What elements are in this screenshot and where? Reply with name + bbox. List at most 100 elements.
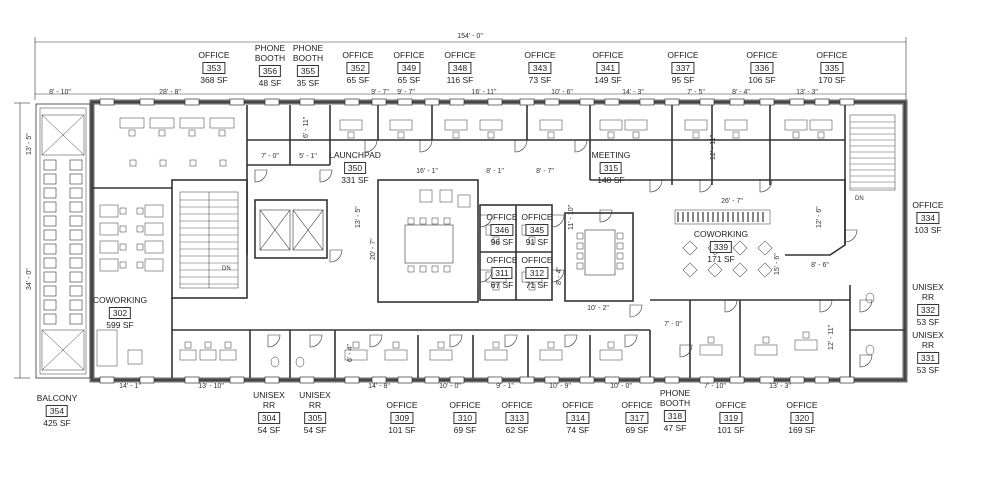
dimension-label: 10' - 0" (439, 383, 461, 390)
desk (699, 344, 723, 356)
window (449, 376, 465, 384)
room-name: OFFICE (386, 400, 418, 410)
dimension-label: 9' - 7" (371, 89, 389, 96)
railing-post (43, 187, 57, 199)
room-number: 310 (453, 412, 477, 424)
window (99, 98, 115, 106)
door-swing (724, 299, 738, 313)
balcony-354 (35, 103, 91, 379)
chair (407, 217, 415, 225)
stair-down-label-east: DN (855, 196, 864, 202)
conference-tables (404, 224, 616, 276)
stair-down-label-west: DN (222, 266, 231, 272)
window (759, 98, 775, 106)
room-area: 35 SF (296, 78, 320, 88)
desk (684, 119, 708, 131)
chair (616, 262, 624, 270)
room-area: 106 SF (748, 75, 776, 85)
door-swing (859, 354, 873, 368)
chair (136, 225, 144, 233)
desk (754, 344, 778, 356)
window (639, 98, 655, 106)
room-number: 336 (750, 62, 774, 74)
furniture (96, 117, 875, 368)
door-swing (859, 299, 873, 313)
window (789, 376, 805, 384)
dimension-label: 10' - 9" (549, 383, 571, 390)
desk (179, 349, 197, 361)
room-number: 332 (916, 304, 940, 316)
dimension-label: 9' - 1" (496, 383, 514, 390)
window (814, 98, 830, 106)
cafe-table (682, 240, 698, 256)
desk (219, 349, 237, 361)
windows (99, 98, 855, 384)
room-name: LAUNCHPAD (329, 150, 381, 160)
dimension-label: 9' - 7" (397, 89, 415, 96)
room-area: 95 SF (671, 75, 695, 85)
window (579, 98, 595, 106)
door-swing (819, 299, 833, 313)
cafe-table (707, 262, 723, 278)
room-number: 318 (663, 410, 687, 422)
desk (144, 240, 164, 254)
room-area: 62 SF (505, 425, 529, 435)
desk (384, 349, 408, 361)
overall-dimension-line (14, 37, 907, 379)
overall-dimension-label: 154' - 0" (457, 33, 483, 40)
lounge-chair (457, 194, 471, 208)
desk (794, 339, 818, 351)
desk (599, 119, 623, 131)
chair (616, 252, 624, 260)
door-swing (267, 334, 281, 348)
window (664, 98, 680, 106)
window (487, 98, 503, 106)
railing-post (43, 257, 57, 269)
room-area: 71 SF (525, 280, 549, 290)
desk (144, 204, 164, 218)
window (449, 98, 465, 106)
chair (184, 341, 192, 349)
desk (99, 240, 119, 254)
room-name: PHONE (254, 43, 286, 53)
room-number: 354 (45, 405, 69, 417)
room-area: 65 SF (397, 75, 421, 85)
room-name: OFFICE (486, 212, 518, 222)
room-name: COWORKING (693, 229, 749, 239)
room-number: 315 (599, 162, 623, 174)
room-area: 67 SF (490, 280, 514, 290)
dimension-label: 13' - 5" (355, 206, 362, 228)
room-name: OFFICE (621, 400, 653, 410)
railing-post (43, 159, 57, 171)
room-area: 74 SF (566, 425, 590, 435)
chair (158, 129, 166, 137)
chair (707, 336, 715, 344)
room-name: OFFICE (342, 50, 374, 60)
room-name: OFFICE (786, 400, 818, 410)
desk (484, 349, 508, 361)
stair-east (849, 114, 896, 191)
toilet (865, 292, 875, 304)
chair (397, 131, 405, 139)
room-number: 356 (258, 65, 282, 77)
room-name: RR (921, 340, 935, 350)
room-area: 170 SF (818, 75, 846, 85)
desk (209, 117, 235, 129)
dimension-label: 13' - 3" (796, 89, 818, 96)
chair (607, 131, 615, 139)
door-swing (369, 334, 383, 348)
room-name: UNISEX (912, 330, 944, 340)
chair (159, 159, 167, 167)
dimension-label: 13' - 5" (26, 133, 33, 155)
chair (119, 243, 127, 251)
room-name: OFFICE (501, 400, 533, 410)
